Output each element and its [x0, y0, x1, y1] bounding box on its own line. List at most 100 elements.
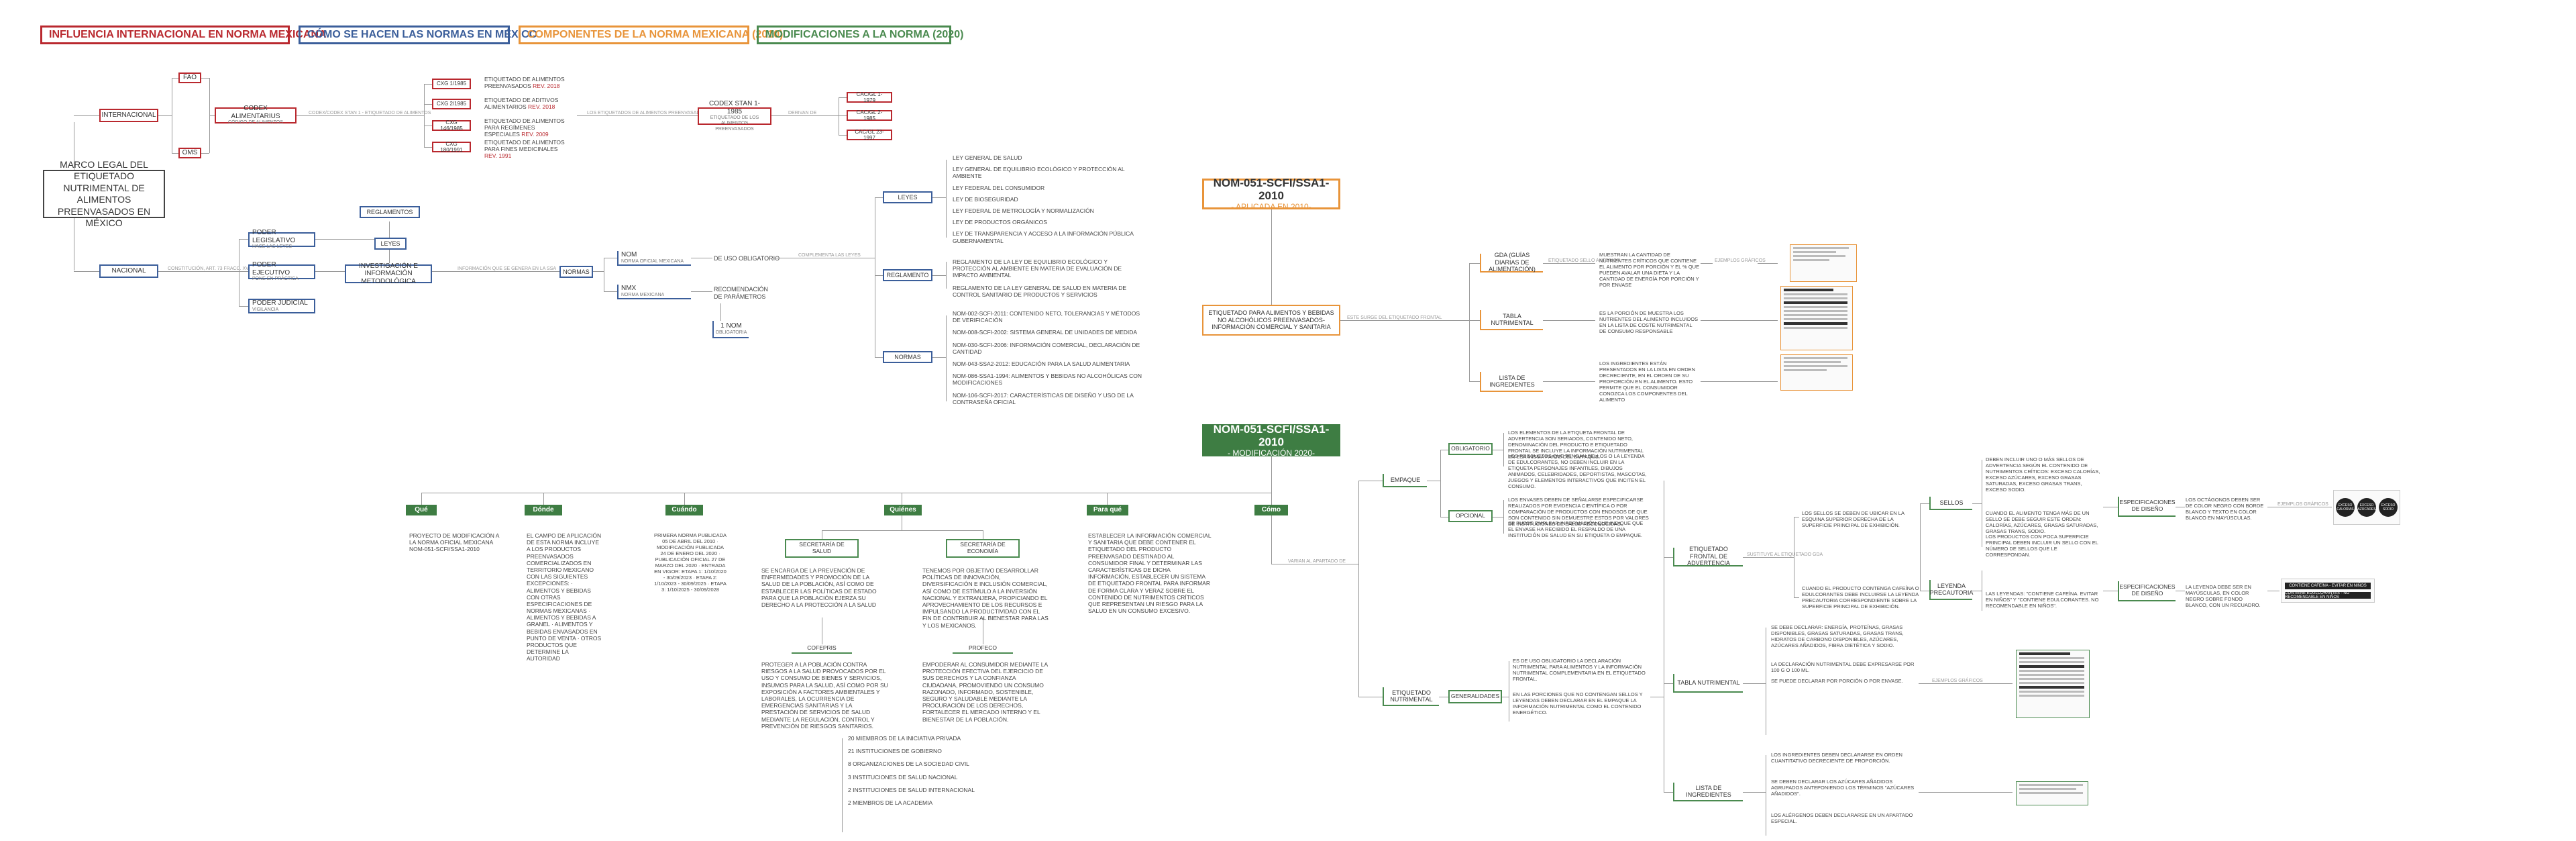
node-tabla-2020: TABLA NUTRIMENTAL [1673, 674, 1743, 693]
list-item: LEY GENERAL DE SALUD [953, 154, 1022, 161]
nom2020-sub: - MODIFICACIÓN 2020- [1227, 448, 1316, 458]
cxg-4-text: ETIQUETADO DE ALIMENTOS PARA FINES MEDIC… [484, 139, 565, 160]
list-item: NOM-106-SCFI-2017: CARACTERÍSTICAS DE DI… [953, 391, 1134, 405]
octagon-3: EXCESO SODIO [2379, 498, 2398, 517]
gda-link-label: ETIQUETADO SELLO ANTERIOR [1548, 258, 1621, 263]
node-etiq-nutri: ETIQUETADO NUTRIMENTAL [1383, 687, 1439, 706]
uso-obligatorio: DE USO OBLIGATORIO [714, 255, 780, 262]
mexico-link-label: COMPLEMENTA LAS LEYES [798, 253, 861, 258]
tabla2010-text: ES LA PORCIÓN DE MUESTRA LOS NUTRIENTES … [1599, 310, 1699, 334]
codex-sub: CÓDIGO DE ALIMENTOS [228, 120, 283, 126]
cofepris-text: PROTEGER A LA POBLACIÓN CONTRA RIESGOS A… [761, 661, 888, 730]
sellos-text: DEBEN INCLUIR UNO O MÁS SELLOS DE ADVERT… [1986, 456, 2100, 493]
legislativo-title: PODER LEGISLATIVO [252, 229, 296, 244]
node-generalidades: GENERALIDADES [1448, 690, 1502, 703]
node-fao: FAO [178, 72, 201, 83]
col-para-que: Para qué [1087, 505, 1128, 515]
col-cuando: Cuándo [665, 505, 703, 515]
nacional-link-label: CONSTITUCIÓN, ART. 73 FRACC. XVI [168, 266, 250, 271]
cxg-2-text: ETIQUETADO DE ADITIVOS ALIMENTARIOS REV.… [484, 97, 559, 111]
node-cofepris: COFEPRIS [792, 644, 852, 654]
judicial-title: PODER JUDICIAL [252, 299, 308, 307]
opcional-text: LOS ENVASES DEBEN DE SEÑALARSE ESPECIFIC… [1508, 497, 1649, 527]
cxg-1-text: ETIQUETADO DE ALIMENTOS PREENVASADOS REV… [484, 76, 565, 90]
list-item: LEY DE TRANSPARENCIA Y ACCESO A LA INFOR… [953, 230, 1134, 244]
list-item: NOM-030-SCFI-2006: INFORMACIÓN COMERCIAL… [953, 341, 1140, 355]
nmx-label: NMX [621, 285, 637, 293]
participantes-list: 20 MIEMBROS DE LA INICIATIVA PRIVADA 21 I… [847, 735, 1008, 812]
nom2010-tabla: TABLA NUTRIMENTAL [1480, 310, 1543, 330]
cacgl-1: CAC/GL 1-1979 [847, 91, 892, 103]
gda-text: MUESTRAN LA CANTIDAD DE NUTRIENTES CRÍTI… [1599, 252, 1700, 288]
ejecutivo-title: PODER EJECUTIVO [252, 261, 290, 277]
bar-cafeina: CONTIENE CAFEÍNA - EVITAR EN NIÑOS [2285, 583, 2371, 589]
sec-salud-text: SE ENCARGA DE LA PREVENCIÓN DE ENFERMEDA… [761, 567, 877, 608]
tabla2020-text: SE DEBE DECLARAR: ENERGÍA, PROTEÍNAS, GR… [1771, 624, 1904, 648]
node-leyes: LEYES [374, 238, 407, 250]
lista2020-text: LOS INGREDIENTES DEBEN DECLARARSE EN ORD… [1771, 752, 1902, 764]
leyenda-text-2: LAS LEYENDAS: "CONTIENE CAFEÍNA. EVITAR … [1986, 591, 2099, 609]
recomendacion: RECOMENDACIÓN DE PARÁMETROS [714, 286, 769, 300]
nom2020-title-text: NOM-051-SCFI/SSA1-2010 [1213, 422, 1330, 449]
nom-label: NOM [621, 251, 637, 259]
gda-example-image [1790, 244, 1857, 282]
cxg-3-text: ETIQUETADO DE ALIMENTOS PARA REGÍMENES E… [484, 117, 565, 138]
cxg-3: CXG 146/1985 [432, 119, 471, 132]
reglamento-list: REGLAMENTO DE LA LEY DE EQUILIBRIO ECOLÓ… [951, 258, 1146, 303]
stan-label: CODEX STAN 1-1985 [709, 100, 760, 115]
leyes-list: LEY GENERAL DE SALUD LEY GENERAL DE EQUIL… [951, 154, 1146, 249]
header-influencia: INFLUENCIA INTERNACIONAL EN NORMA MEXICA… [40, 26, 327, 44]
lista2020-text-3: LOS ALÉRGENOS DEBEN DECLARARSE EN UN APA… [1771, 812, 1913, 824]
stan-link-label: LOS ETIQUETADOS DE ALIMENTOS PREENVASADO… [587, 111, 707, 115]
col-donde: Dónde [525, 505, 562, 515]
tabla2020-text-2: LA DECLARACIÓN NUTRIMENTAL DEBE EXPRESAR… [1771, 661, 1915, 673]
node-lista-2020: LISTA DE INGREDIENTES [1673, 783, 1743, 801]
tabla2020-image [2016, 650, 2090, 718]
poder-ejecutivo: PODER EJECUTIVO PONE EN PRÁCTICA [248, 261, 315, 281]
node-oms: OMS [178, 148, 201, 158]
cacgl-3: CAC/GL 23-1997 [847, 129, 892, 141]
nom2010-title-text: NOM-051-SCFI/SSA1-2010 [1213, 176, 1330, 203]
node-espec1: ESPECIFICACIONES DE DISEÑO [2118, 497, 2176, 517]
node-nmx: NMX NORMA MEXICANA [617, 285, 691, 299]
list-item: 20 MIEMBROS DE LA INICIATIVA PRIVADA [848, 735, 961, 742]
nom2020-title: NOM-051-SCFI/SSA1-2010 - MODIFICACIÓN 20… [1202, 422, 1340, 458]
list-item: LEY GENERAL DE EQUILIBRIO ECOLÓGICO Y PR… [953, 166, 1125, 180]
tabla2010-image [1780, 286, 1853, 350]
obligatorio-text: LOS ELEMENTOS DE LA ETIQUETA FRONTAL DE … [1508, 430, 1644, 460]
list-item: NOM-008-SCFI-2002: SISTEMA GENERAL DE UN… [953, 329, 1138, 336]
node-1nom: 1 NOM OBLIGATORIA [712, 321, 749, 338]
bar-edulcorantes: CONTIENE EDULCORANTES - NO RECOMENDABLE … [2285, 591, 2371, 599]
gen-text: ES DE USO OBLIGATORIO LA DECLARACIÓN NUT… [1513, 658, 1646, 682]
node-leyenda: LEYENDA PRECAUTORIA [1929, 580, 1973, 600]
node-nacional: NACIONAL [99, 264, 158, 278]
nmx-sub: NORMA MEXICANA [621, 292, 665, 297]
list-item: REGLAMENTO DE LA LEY DE EQUILIBRIO ECOLÓ… [953, 258, 1122, 279]
cat-normas: NORMAS [883, 351, 932, 363]
nom-count: 1 NOM [720, 322, 742, 330]
frontal-text-1: LOS SELLOS SE DEBEN DE UBICAR EN LA ESQU… [1802, 510, 1904, 528]
list-item: NOM-043-SSA2-2012: EDUCACIÓN PARA LA SAL… [953, 360, 1130, 367]
list-item: LEY FEDERAL DEL CONSUMIDOR [953, 184, 1045, 191]
paraque-text: ESTABLECER LA INFORMACIÓN COMERCIAL Y SA… [1088, 532, 1212, 615]
node-codex: CODEX ALIMENTARIUS CÓDIGO DE ALIMENTOS [215, 105, 297, 126]
node-nom: NOM NORMA OFICIAL MEXICANA [617, 251, 691, 266]
col-quienes: Quiénes [884, 505, 922, 515]
stan-sub: ETIQUETADO DE LOS ALIMENTOS PREENVASADOS [710, 115, 759, 132]
judicial-sub: VIGILANCIA [252, 307, 279, 312]
cxg-4: CXG 180/1991 [432, 141, 471, 153]
nom2010-sub: - APLICADA EN 2010- [1231, 201, 1311, 211]
list-item: 21 INSTITUCIONES DE GOBIERNO [848, 748, 942, 755]
gda-ex-label: EJEMPLOS GRÁFICOS [1715, 258, 1766, 263]
gen-text-2: EN LAS PORCIONES QUE NO CONTENGAN SELLOS… [1513, 691, 1643, 715]
octagon-2: EXCESO AZÚCARES [2357, 498, 2376, 517]
donde-text: EL CAMPO DE APLICACIÓN DE ESTA NORMA INC… [527, 532, 602, 662]
poder-judicial: PODER JUDICIAL VIGILANCIA [248, 299, 315, 313]
obligatorio-text-2: LOS PRODUCTOS QUE TENGAN SELLOS O LA LEY… [1508, 453, 1647, 489]
inv-link-label: INFORMACIÓN QUE SE GENERA EN LA SSA [458, 266, 557, 271]
node-etiq-frontal: ETIQUETADO FRONTAL DE ADVERTENCIA [1673, 546, 1743, 566]
header-modificaciones: MODIFICACIONES A LA NORMA (2020) [757, 26, 963, 44]
header-componentes: COMPONENTES DE LA NORMA MEXICANA (2010) [519, 26, 783, 44]
list-item: 2 MIEMBROS DE LA ACADEMIA [848, 799, 933, 806]
list-item: NOM-002-SCFI-2011: CONTENIDO NETO, TOLER… [953, 310, 1140, 324]
